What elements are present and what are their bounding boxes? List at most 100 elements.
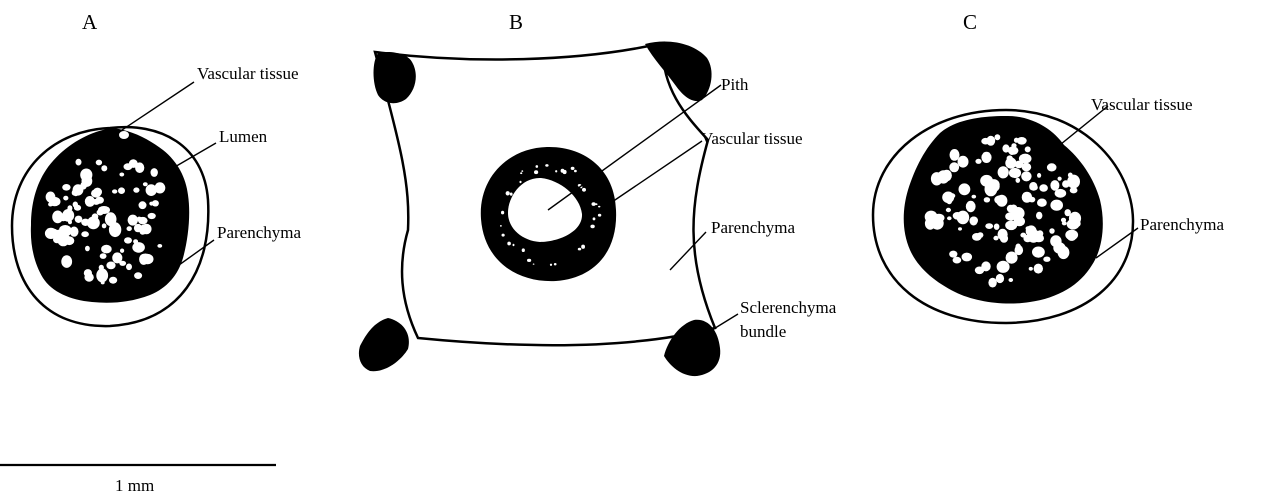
lumen-hole — [1019, 154, 1032, 164]
lumen-hole — [953, 257, 962, 264]
lumen-hole — [151, 168, 158, 177]
lumen-hole — [63, 196, 68, 201]
lumen-hole — [72, 190, 77, 196]
lumen-hole — [120, 249, 124, 253]
lumen-hole — [958, 227, 962, 230]
lumen-hole — [1034, 264, 1043, 274]
lumen-hole — [1020, 233, 1026, 238]
lumen-hole — [506, 191, 510, 195]
lumen-hole — [1069, 212, 1081, 225]
lumen-hole — [950, 149, 960, 161]
lumen-hole — [101, 245, 112, 254]
lumen-hole — [1025, 176, 1029, 180]
lumen-hole — [133, 239, 138, 244]
lumen-hole — [85, 246, 90, 252]
lumen-hole — [997, 262, 1004, 270]
lumen-hole — [119, 173, 124, 177]
lumen-hole — [119, 261, 126, 266]
lumen-hole — [953, 212, 962, 220]
lumen-hole — [134, 272, 142, 279]
lumen-hole — [933, 214, 944, 222]
lumen-hole — [1012, 207, 1025, 220]
lumen-hole — [1011, 143, 1016, 148]
lumen-hole — [143, 182, 148, 186]
panel-b-label-sclerenchyma-line2: bundle — [740, 322, 786, 341]
lumen-hole — [85, 196, 95, 207]
lumen-hole — [102, 223, 107, 228]
lumen-hole — [536, 165, 539, 168]
lumen-hole — [152, 200, 159, 206]
lumen-hole — [106, 262, 115, 270]
lumen-hole — [949, 162, 959, 172]
panel-b-outline — [375, 43, 715, 345]
lumen-hole — [124, 163, 133, 170]
lumen-hole — [76, 159, 82, 166]
lumen-hole — [1050, 200, 1063, 211]
lumen-hole — [52, 211, 63, 224]
lumen-hole — [139, 201, 147, 209]
panel-b-sclerenchyma-bundle-top-left — [374, 52, 416, 103]
lumen-hole — [109, 277, 117, 284]
panel-a: A Vascular tissue Lumen Parenchyma — [12, 10, 301, 326]
lumen-hole — [972, 195, 977, 199]
lumen-hole — [1005, 158, 1016, 169]
lumen-hole — [946, 208, 951, 212]
lumen-hole — [998, 229, 1008, 240]
lumen-hole — [124, 237, 132, 243]
lumen-hole — [984, 197, 990, 202]
lumen-hole — [96, 268, 108, 282]
lumen-hole — [148, 213, 156, 219]
lumen-hole — [81, 231, 89, 237]
panel-a-label-lumen: Lumen — [219, 127, 268, 146]
lumen-hole — [84, 269, 92, 277]
lumen-hole — [126, 264, 132, 271]
panel-c-label-parenchyma: Parenchyma — [1140, 215, 1224, 234]
lumen-hole — [598, 214, 601, 217]
lumen-hole — [592, 202, 596, 206]
lumen-hole — [75, 216, 83, 223]
lumen-hole — [1014, 138, 1019, 143]
panel-a-leader-lumen — [173, 143, 216, 168]
lumen-hole — [959, 183, 971, 195]
lumen-hole — [582, 188, 586, 192]
lumen-hole — [146, 184, 157, 196]
lumen-hole — [981, 261, 990, 271]
lumen-hole — [578, 248, 581, 251]
panel-c-letter: C — [963, 10, 977, 34]
lumen-hole — [510, 193, 513, 196]
lumen-hole — [57, 232, 70, 246]
lumen-hole — [1037, 199, 1047, 207]
lumen-hole — [1047, 163, 1057, 171]
lumen-hole — [1050, 180, 1059, 191]
lumen-hole — [975, 159, 981, 164]
panel-b-label-parenchyma: Parenchyma — [711, 218, 795, 237]
panel-b-sclerenchyma-bundle-bottom-right — [664, 320, 720, 376]
lumen-hole — [127, 226, 132, 231]
lumen-hole — [550, 264, 552, 266]
lumen-hole — [1067, 175, 1080, 189]
lumen-hole — [91, 189, 101, 197]
lumen-hole — [521, 170, 523, 172]
panel-c: C Vascular tissue Parenchyma — [873, 10, 1224, 323]
lumen-hole — [519, 181, 521, 183]
lumen-hole — [70, 227, 79, 237]
lumen-hole — [99, 265, 104, 271]
lumen-hole — [1029, 267, 1033, 271]
lumen-hole — [996, 195, 1007, 207]
panel-a-label-parenchyma: Parenchyma — [217, 223, 301, 242]
lumen-hole — [533, 264, 535, 265]
lumen-hole — [128, 215, 138, 226]
lumen-hole — [112, 189, 117, 193]
panel-a-letter: A — [82, 10, 98, 34]
lumen-hole — [1037, 173, 1041, 178]
lumen-hole — [554, 263, 557, 265]
panel-a-edge-lumen — [119, 131, 129, 139]
lumen-hole — [157, 244, 162, 248]
lumen-hole — [62, 184, 70, 191]
lumen-hole — [534, 170, 538, 174]
lumen-hole — [502, 234, 505, 237]
lumen-hole — [981, 138, 989, 145]
lumen-hole — [985, 223, 993, 229]
lumen-hole — [500, 225, 502, 227]
